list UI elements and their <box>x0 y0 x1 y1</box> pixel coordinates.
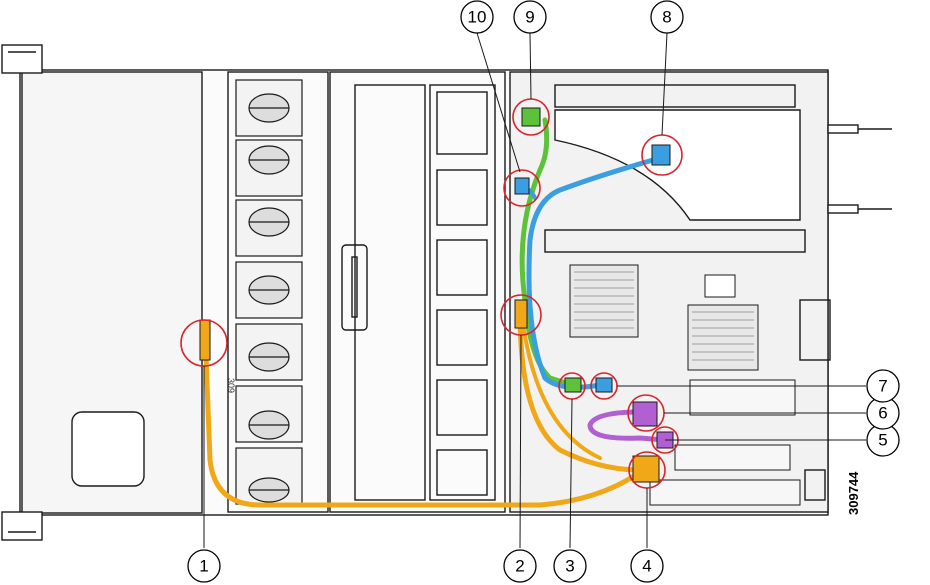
callout-10-label: 10 <box>468 8 487 27</box>
callout-5: 5 <box>866 423 900 457</box>
callout-3-label: 3 <box>565 557 574 576</box>
fan-icon <box>235 199 303 257</box>
connector-icon <box>514 177 530 195</box>
callout-5-label: 5 <box>878 431 887 450</box>
connectors <box>199 107 674 483</box>
chassis <box>1 44 892 541</box>
heatsink-icon <box>569 264 759 371</box>
blue-cable-riser <box>526 155 663 390</box>
handle-icon <box>1 44 43 74</box>
cables <box>202 117 668 508</box>
callout-6: 6 <box>866 396 900 430</box>
orange-cable-2 <box>517 309 643 473</box>
fan-icon <box>235 447 303 505</box>
orange-cable-main <box>202 327 643 508</box>
figure-id: 309744 <box>846 471 861 515</box>
callout-8-label: 8 <box>662 8 671 27</box>
callout-9-label: 9 <box>525 8 534 27</box>
callout-6-label: 6 <box>878 404 887 423</box>
purple-cable <box>587 409 668 443</box>
connector-icon <box>632 455 660 483</box>
handle-icon <box>1 511 43 541</box>
fan-array <box>235 79 303 505</box>
callout-3: 3 <box>553 549 587 583</box>
leader-lines <box>203 32 866 549</box>
callout-7-label: 7 <box>878 377 887 396</box>
fan-icon <box>235 79 303 137</box>
fan-icon <box>235 385 303 443</box>
connector-icon <box>595 377 613 393</box>
callout-1-label: 1 <box>199 557 208 576</box>
fan-icon <box>235 323 303 381</box>
orange-cable-3 <box>522 328 602 460</box>
callout-7: 7 <box>866 369 900 403</box>
callout-8: 8 <box>650 0 684 34</box>
chassis-side-label: 309 <box>226 378 236 393</box>
fan-icon <box>235 139 303 197</box>
connector-icon <box>199 319 211 361</box>
connector-icon <box>521 107 541 127</box>
callout-2: 2 <box>503 549 537 583</box>
callout-10: 10 <box>460 0 494 34</box>
callout-9: 9 <box>513 0 547 34</box>
connector-icon <box>564 377 582 393</box>
callout-4-label: 4 <box>642 557 651 576</box>
callout-4: 4 <box>630 549 664 583</box>
callout-2-label: 2 <box>515 557 524 576</box>
connector-icon <box>651 144 671 166</box>
callout-1: 1 <box>187 549 221 583</box>
connector-icon <box>632 401 658 427</box>
connector-icon <box>514 299 528 329</box>
fan-icon <box>235 261 303 319</box>
